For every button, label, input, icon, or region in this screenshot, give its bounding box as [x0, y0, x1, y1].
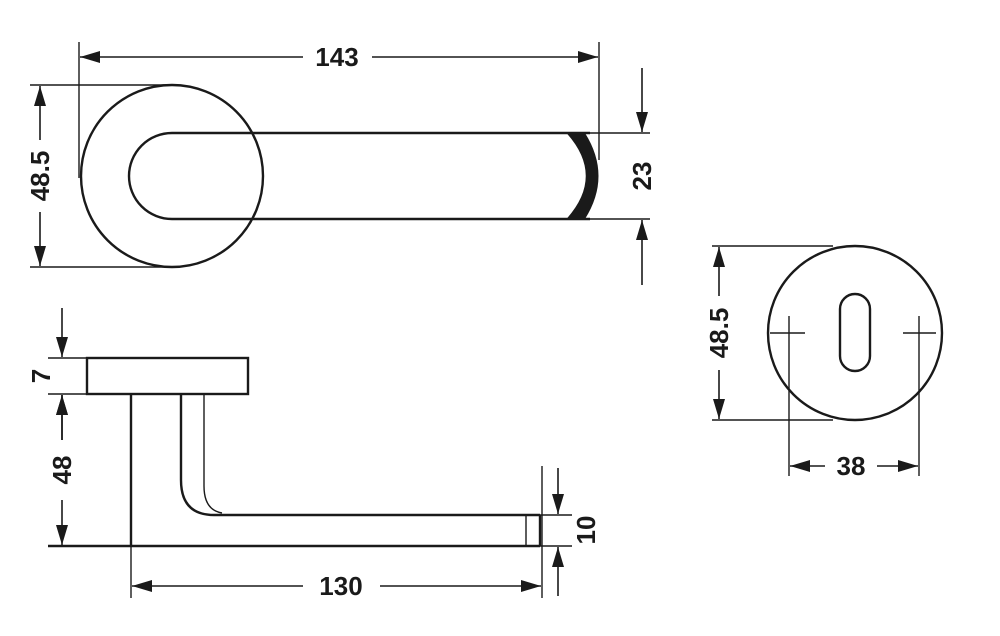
top-view: 143 48.5 23 [25, 42, 657, 285]
dim-label-rose-48-5: 48.5 [25, 151, 55, 202]
dim-label-48: 48 [47, 456, 77, 485]
dim-label-38: 38 [837, 451, 866, 481]
dim-label-escutcheon-48-5: 48.5 [704, 308, 734, 359]
dim-label-143: 143 [315, 42, 358, 72]
top-lever-end-fill [568, 133, 599, 219]
side-rose-plate [85, 356, 250, 396]
side-neck-inner [179, 394, 540, 517]
top-rose-outline [79, 83, 265, 269]
top-lever-outline [127, 131, 590, 221]
keyhole-slot [838, 292, 872, 373]
escutcheon-view: 48.5 38 [704, 244, 944, 481]
side-neck-edge-curve [203, 485, 223, 514]
top-lever-end-cap [567, 132, 589, 220]
dim-label-7: 7 [26, 369, 56, 383]
escutcheon-outline [766, 244, 944, 422]
dim-label-130: 130 [319, 571, 362, 601]
dim-label-23: 23 [627, 162, 657, 191]
dim-label-10: 10 [571, 516, 601, 545]
side-view: 7 48 130 10 [26, 308, 601, 601]
